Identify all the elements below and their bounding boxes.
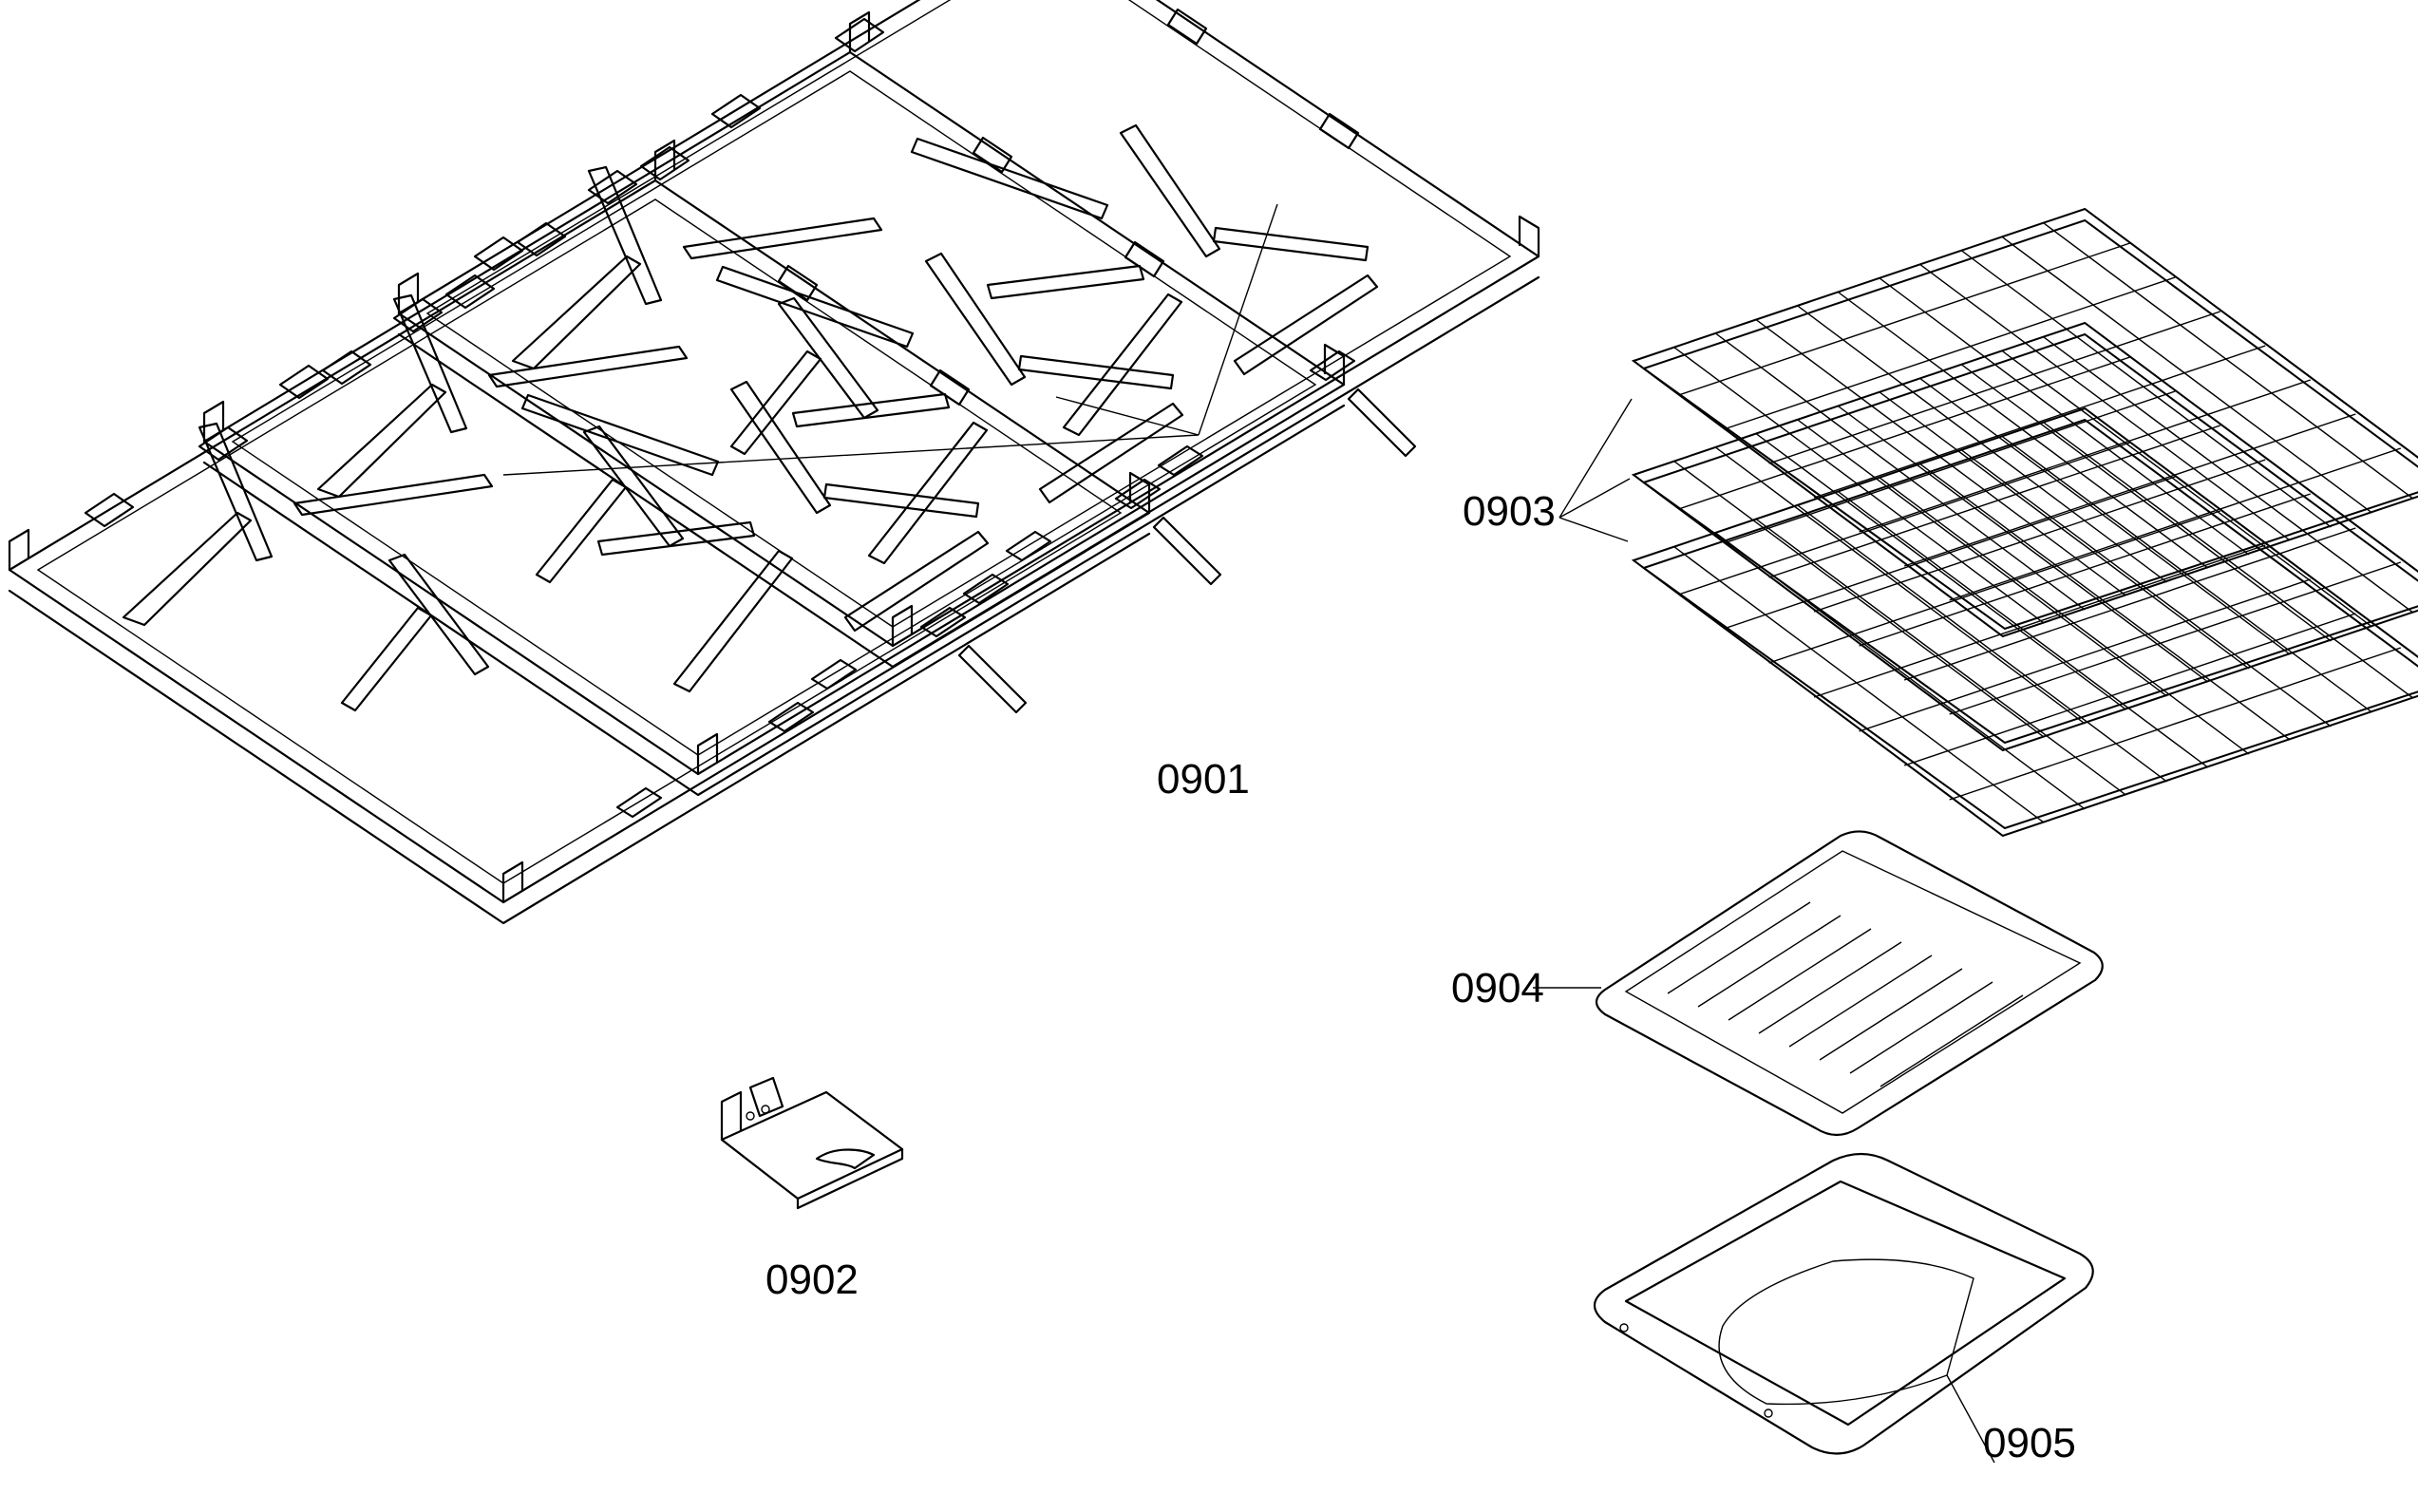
broil-pan-insert-0904 <box>1595 830 2104 1137</box>
leader-0905 <box>1946 1374 1995 1464</box>
leader-0901 <box>502 203 1278 476</box>
label-0903: 0903 <box>1463 488 1556 535</box>
grate-back <box>397 0 1540 669</box>
label-0902: 0902 <box>765 1257 859 1303</box>
leader-0903 <box>1558 398 1633 542</box>
broil-pan-0905 <box>1593 1152 2094 1455</box>
grate-front <box>8 139 1151 925</box>
label-0901: 0901 <box>1157 756 1250 803</box>
bracket-0902 <box>720 1076 904 1210</box>
oven-rack-top <box>1632 207 2418 638</box>
grate-middle <box>202 10 1346 797</box>
label-0905: 0905 <box>1983 1420 2076 1466</box>
label-0904: 0904 <box>1451 965 1544 1011</box>
